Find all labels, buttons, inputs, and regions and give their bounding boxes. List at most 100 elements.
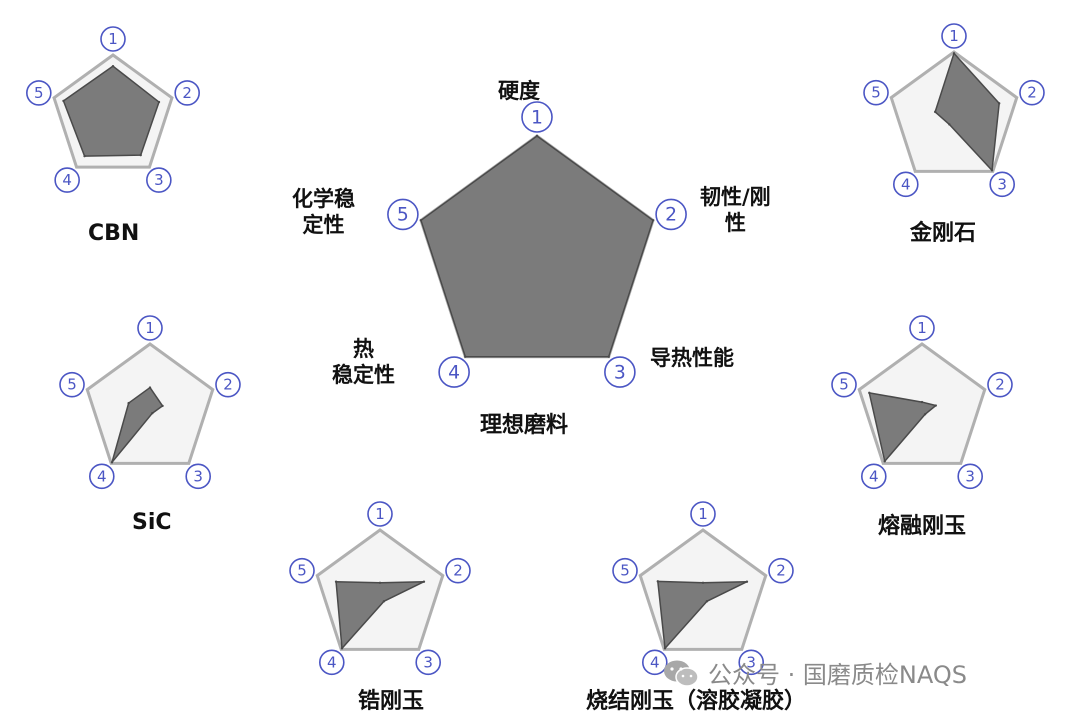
chart-title-cbn: CBN	[88, 221, 140, 246]
radar-diamond-axis-number-4: 4	[901, 175, 911, 193]
radar-sic-axis-number-1: 1	[145, 319, 155, 337]
radar-diamond-axis-badge-3	[989, 171, 1015, 198]
radar-cbn-axis-badge-5	[26, 80, 52, 106]
radar-ideal-point-1	[535, 134, 539, 138]
radar-cbn-axis-number-2: 2	[182, 84, 192, 102]
radar-diamond-series-area	[934, 52, 1000, 172]
radar-sintered-alumina-axis-badge-1	[690, 501, 716, 527]
radar-ideal-axis-number-5: 5	[397, 205, 409, 226]
radar-diamond-point-1	[952, 52, 956, 55]
radar-ideal-axis-badge-2	[655, 198, 687, 231]
radar-cbn-axis-number-3: 3	[154, 171, 164, 189]
radar-fused-alumina-axis-number-2: 2	[995, 376, 1005, 394]
chart-title-zirconia-alumina: 锆刚玉	[358, 689, 425, 714]
radar-sic-axis-badge-3	[185, 463, 211, 490]
center-axis-label-4: 热 稳定性	[332, 337, 395, 388]
radar-sintered-alumina-axis-badge-3	[738, 649, 764, 676]
radar-sic-axis-number-2: 2	[223, 376, 233, 394]
radar-ideal-axis-badge-5	[387, 198, 419, 231]
radar-zirconia-alumina-axis-badge-5	[289, 557, 315, 584]
radar-ideal-series-area	[420, 135, 654, 358]
radar-cbn-point-2	[157, 100, 161, 104]
radar-diamond-axis-badge-4	[893, 171, 919, 198]
radar-cbn-axis-badge-4	[54, 167, 80, 193]
radar-fused-alumina-axis-badge-2	[987, 371, 1013, 398]
radar-sic-axis-badge-5	[59, 371, 85, 398]
radar-zirconia-alumina-point-5	[334, 580, 338, 583]
radar-sintered-alumina-axis-number-2: 2	[776, 562, 786, 580]
radar-sic-point-5	[127, 401, 130, 405]
radar-ideal-axis-number-4: 4	[448, 362, 460, 383]
radar-zirconia-alumina-axis-badge-1	[367, 501, 393, 527]
radar-ideal-axis-number-1: 1	[531, 107, 543, 128]
radar-fused-alumina-axis-number-4: 4	[869, 467, 879, 485]
radar-diamond-point-2	[997, 102, 1001, 105]
radar-diamond-point-3	[990, 169, 994, 172]
radar-sintered-alumina-axis-badge-2	[768, 557, 794, 584]
radar-sic-axis-number-4: 4	[97, 467, 107, 485]
radar-sintered-alumina-axis-number-5: 5	[620, 562, 630, 580]
radar-sic-axis-badge-1	[137, 315, 163, 341]
radar-sintered-alumina-point-2	[745, 580, 749, 583]
radar-sic-axis-number-3: 3	[193, 467, 203, 485]
radar-cbn-axis-badge-3	[146, 167, 172, 193]
radar-cbn-axis-number-4: 4	[62, 171, 72, 189]
radar-diamond-axis-number-2: 2	[1027, 84, 1037, 102]
center-axis-label-3: 导热性能	[650, 346, 734, 370]
radar-sic-point-3	[151, 412, 154, 415]
radar-sintered-alumina-axis-number-4: 4	[650, 653, 660, 671]
radar-zirconia-alumina-series-area	[335, 580, 425, 650]
chart-title-sic: SiC	[132, 510, 172, 535]
radar-sic-axis-badge-4	[89, 463, 115, 490]
radar-zirconia-alumina-axis-number-5: 5	[297, 562, 307, 580]
radar-ideal-axis-badge-1	[521, 101, 553, 133]
radar-diamond-axis-number-5: 5	[871, 84, 881, 102]
radar-ideal-point-2	[651, 219, 655, 222]
radar-sintered-alumina-axis-badge-4	[642, 649, 668, 676]
radar-sic-point-1	[148, 386, 152, 389]
radar-sic-point-2	[161, 404, 164, 408]
radar-sintered-alumina-axis-number-1: 1	[698, 505, 708, 523]
radar-sic-axis-badge-2	[215, 371, 241, 398]
chart-title-diamond: 金刚石	[910, 221, 977, 246]
radar-fused-alumina-point-3	[923, 413, 927, 416]
radar-sic-series-area	[111, 386, 164, 464]
center-axis-label-5: 化学稳 定性	[292, 187, 355, 238]
radar-zirconia-alumina-point-1	[378, 581, 382, 584]
radar-sintered-alumina-point-3	[705, 600, 709, 603]
radar-sintered-alumina-axis-badge-5	[612, 557, 638, 584]
radar-cbn-series-area	[62, 65, 160, 157]
radar-cbn-axis-badge-2	[174, 80, 200, 106]
radar-sic-point-4	[110, 461, 114, 464]
radar-zirconia-alumina-axis-number-4: 4	[327, 653, 337, 671]
radar-fused-alumina-point-4	[883, 460, 886, 463]
radar-cbn-axis-badge-1	[100, 26, 126, 52]
radar-fused-alumina-axis-number-1: 1	[917, 319, 927, 337]
watermark: 公众号 · 国磨质检NAQS	[662, 655, 967, 690]
radar-sintered-alumina-axis-number-3: 3	[746, 653, 756, 671]
radar-fused-alumina-point-1	[920, 400, 924, 404]
watermark-text: 公众号 · 国磨质检NAQS	[708, 661, 967, 689]
radar-fused-alumina-point-2	[934, 404, 938, 407]
radar-zirconia-alumina-axis-badge-3	[415, 649, 441, 676]
radar-diamond-axis-badge-5	[863, 79, 889, 106]
radar-diamond-axis-badge-1	[941, 23, 967, 49]
radar-sintered-alumina-series-area	[657, 580, 748, 650]
radar-diamond-axis-number-3: 3	[997, 175, 1007, 193]
radar-cbn-point-3	[139, 153, 142, 157]
radar-ideal-axis-number-3: 3	[614, 362, 626, 383]
radar-cbn-point-4	[83, 154, 86, 158]
radar-zirconia-alumina-point-4	[340, 647, 344, 650]
radar-zirconia-alumina-point-2	[422, 580, 426, 583]
wechat-icon	[664, 660, 699, 687]
radar-fused-alumina-axis-badge-4	[861, 463, 887, 490]
radar-diamond-point-4	[948, 123, 951, 126]
radar-ideal-axis-badge-4	[438, 356, 470, 388]
radar-ideal-point-5	[419, 219, 423, 222]
radar-fused-alumina-axis-number-3: 3	[965, 467, 975, 485]
radar-zirconia-alumina-axis-number-3: 3	[423, 653, 433, 671]
radar-diamond-point-5	[933, 110, 937, 114]
radar-fused-alumina-axis-badge-5	[831, 371, 857, 398]
chart-title-sintered-alumina: 烧结刚玉（溶胶凝胶）	[586, 689, 807, 714]
radar-zirconia-alumina-axis-number-2: 2	[453, 562, 463, 580]
